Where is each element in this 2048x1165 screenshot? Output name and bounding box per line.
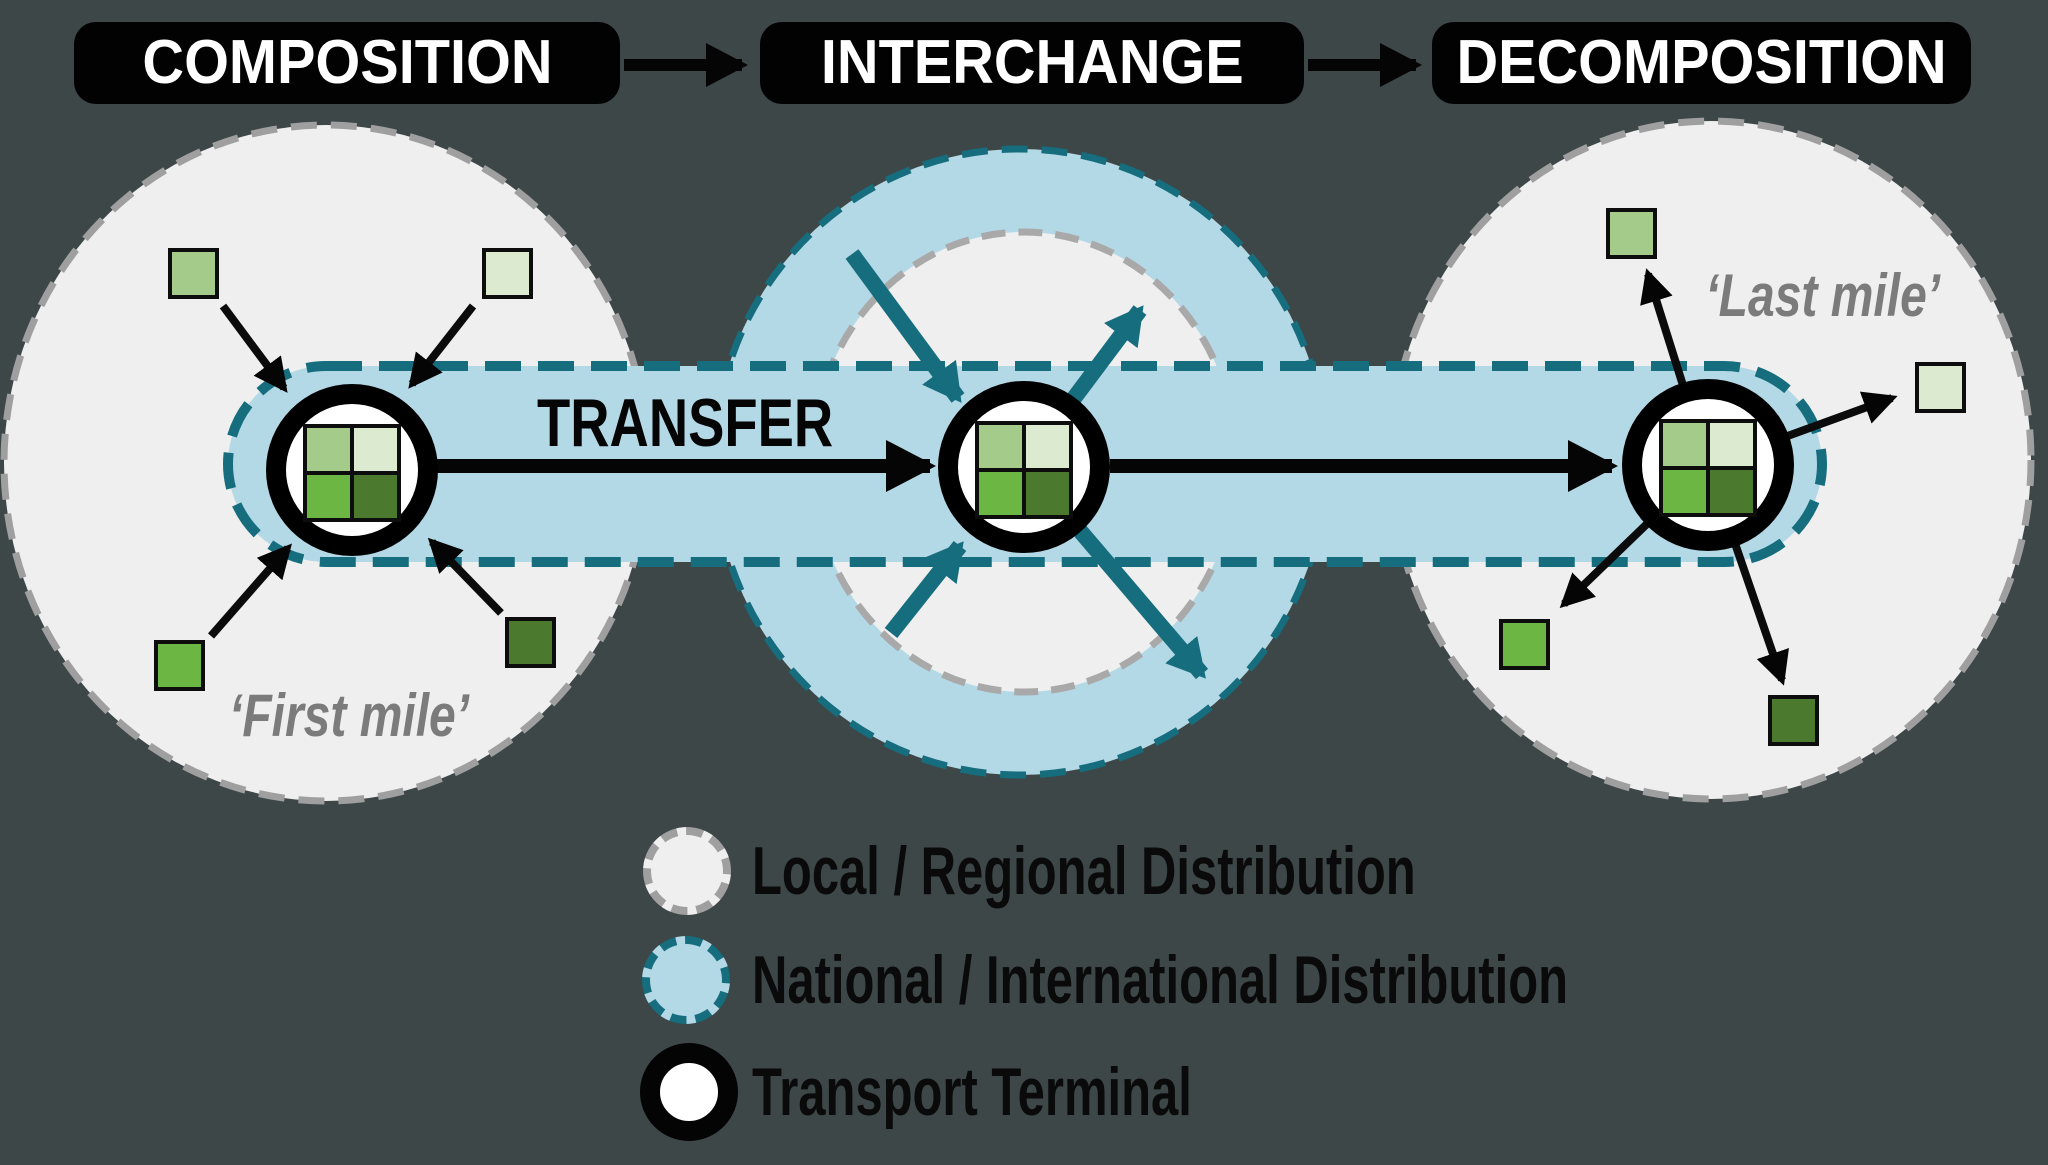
- collect-arrow-3: [207, 543, 292, 639]
- legend-label-national-international: National / International Distribution: [752, 942, 1569, 1018]
- collect-arrow-4: [427, 537, 504, 616]
- cargo-square: [154, 640, 205, 691]
- legend-icon-national-international-zone: [642, 936, 730, 1024]
- stage-box-composition: COMPOSITION: [74, 22, 620, 104]
- stage-label-interchange: INTERCHANGE: [820, 28, 1244, 97]
- legend-icon-local-regional-zone: [643, 827, 731, 915]
- cargo-square: [1606, 208, 1657, 259]
- terminal-decomposition: [1620, 377, 1796, 553]
- transfer-label: TRANSFER: [536, 385, 834, 461]
- cargo-square: [505, 617, 556, 668]
- cargo-square: [482, 248, 533, 299]
- stage-label-composition: COMPOSITION: [141, 28, 553, 97]
- terminal-interchange: [936, 379, 1112, 555]
- first-mile-label: ‘First mile’: [228, 682, 470, 749]
- stage-box-decomposition: DECOMPOSITION: [1432, 22, 1971, 104]
- cargo-square: [168, 248, 219, 299]
- stage-label-decomposition: DECOMPOSITION: [1456, 28, 1947, 97]
- legend-label-transport-terminal: Transport Terminal: [752, 1054, 1192, 1130]
- cargo-square: [1768, 695, 1819, 746]
- legend-icon-transport-terminal: [640, 1043, 738, 1141]
- last-mile-label: ‘Last mile’: [1705, 262, 1941, 329]
- cargo-squares: [154, 208, 1966, 746]
- collect-arrow-1: [219, 303, 288, 393]
- cargo-square: [1915, 362, 1966, 413]
- legend-label-local-regional: Local / Regional Distribution: [752, 833, 1416, 909]
- flow-in-top-left: [845, 249, 965, 403]
- collect-arrow-2: [408, 303, 477, 389]
- cargo-square: [1499, 619, 1550, 670]
- stage-box-interchange: INTERCHANGE: [760, 22, 1304, 104]
- flow-in-bottom-left: [884, 541, 967, 638]
- first-mile-arrows: [207, 303, 504, 639]
- terminal-composition: [264, 382, 440, 558]
